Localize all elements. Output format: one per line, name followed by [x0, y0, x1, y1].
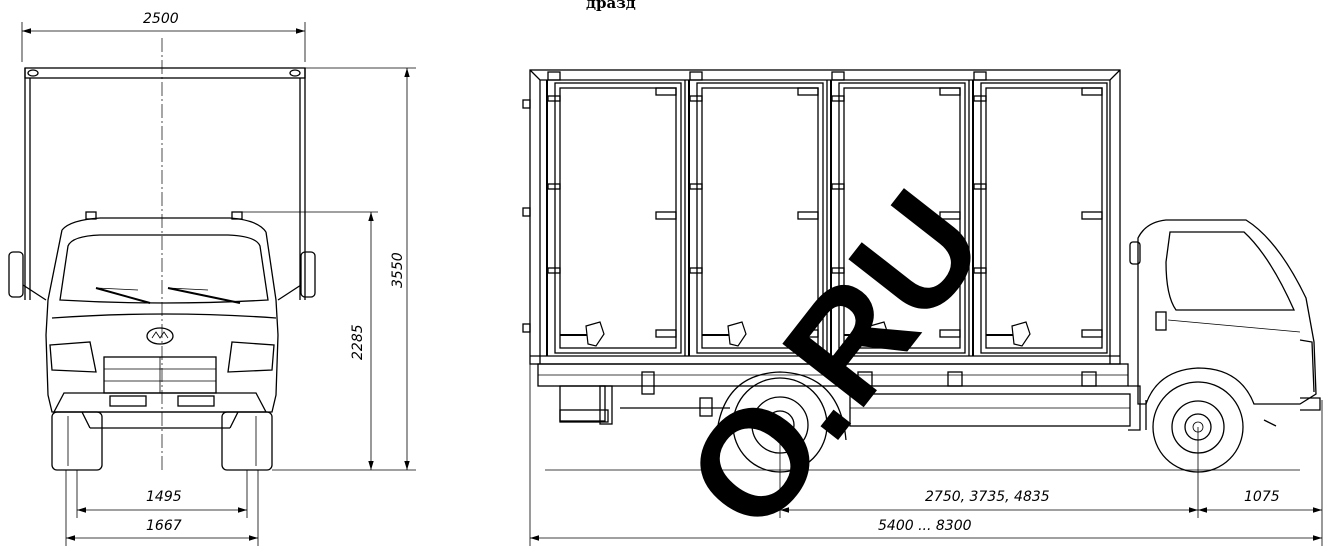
width-dimension-label: 2500 — [143, 11, 179, 27]
door-panel-4 — [980, 82, 1108, 354]
length-dimension-label: 5400 ... 8300 — [878, 518, 972, 534]
front-view: 2500 — [8, 11, 416, 546]
front-overhang-dimension-label: 1075 — [1244, 489, 1280, 505]
front-left-wheel — [51, 411, 103, 471]
cab-height-dimension-label: 2285 — [350, 324, 366, 360]
wheelbase-dimension-label: 2750, 3735, 4835 — [925, 489, 1050, 505]
door-panel-1 — [554, 82, 682, 354]
front-right-wheel — [221, 411, 273, 471]
left-mirror — [8, 251, 24, 298]
door-panel-2 — [696, 82, 824, 354]
cab-outline — [1137, 219, 1317, 405]
cab-window — [1165, 231, 1296, 311]
door-panel-3 — [838, 82, 966, 354]
rear-track-dimension-label: 1667 — [146, 518, 182, 534]
front-track-dimension-label: 1495 — [146, 489, 182, 505]
hyundai-logo-icon — [146, 327, 174, 345]
side-view: 2750, 3735, 4835 1075 5400 ... 8300 — [522, 69, 1323, 546]
height-dimension-label: 3550 — [390, 252, 406, 288]
right-mirror — [300, 251, 316, 298]
side-mirror — [1129, 241, 1141, 265]
drawing-heading: дразд — [586, 0, 636, 12]
door-handles — [560, 321, 1031, 347]
